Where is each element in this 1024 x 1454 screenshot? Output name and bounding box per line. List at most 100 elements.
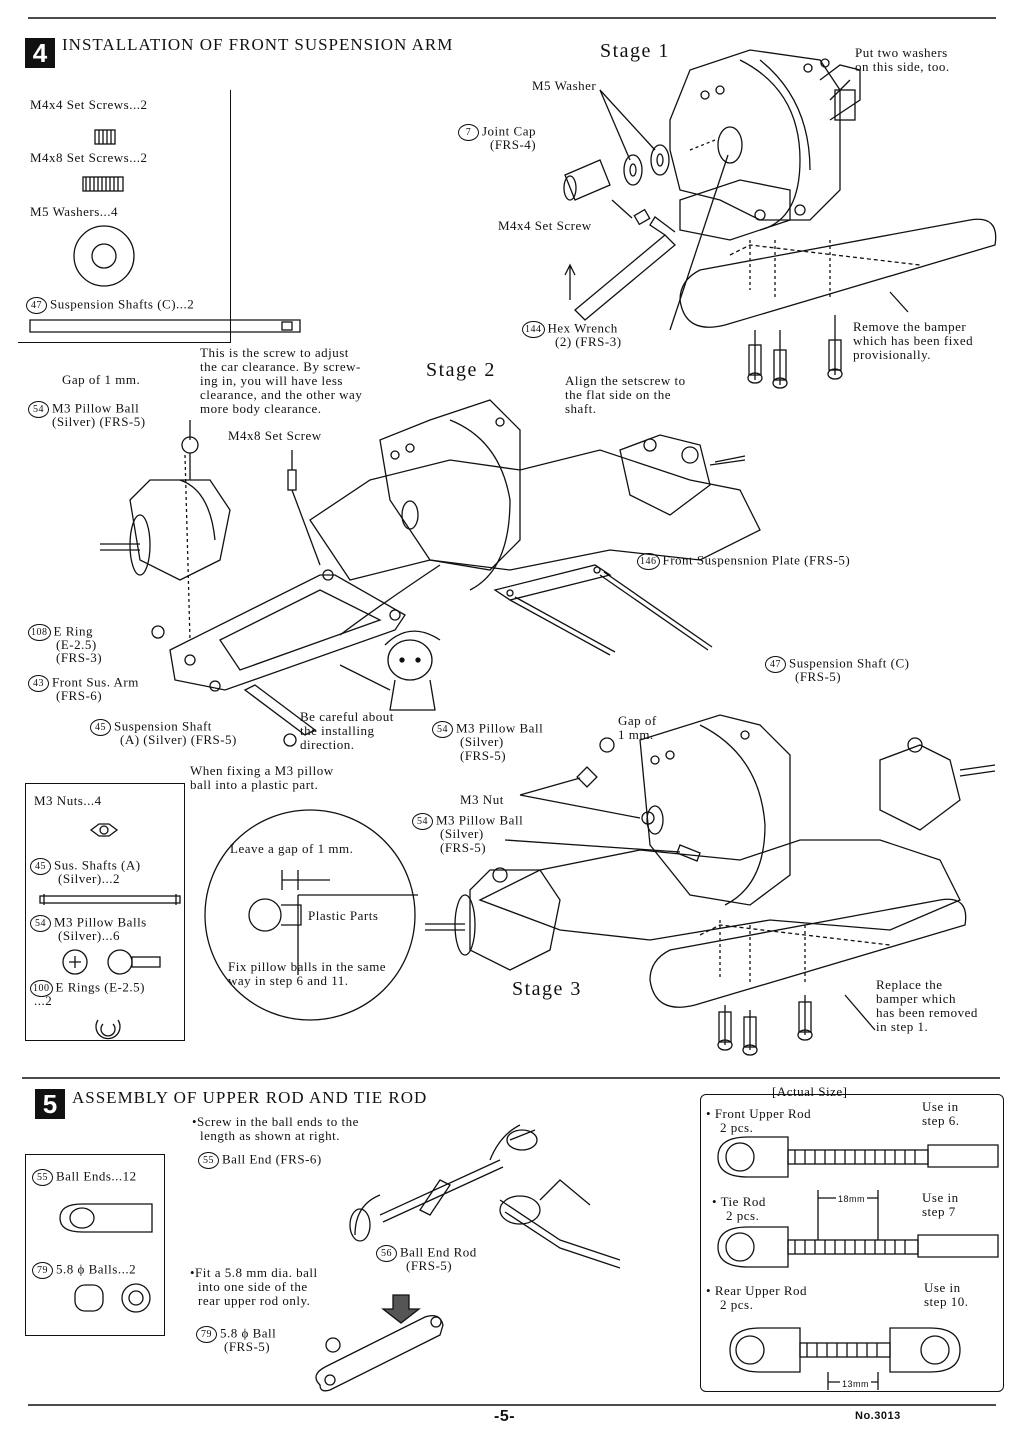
align-note: Align the setscrew to	[565, 373, 686, 388]
stage3-title: Stage 3	[512, 978, 582, 1000]
fit-note: •Fit a 5.8 mm dia. ball	[190, 1265, 318, 1280]
detail-header: When fixing a M3 pillow	[190, 763, 334, 778]
e-ring-code: (E-2.5)	[56, 637, 97, 652]
page-number: -5-	[494, 1408, 516, 1425]
rod-qty: 2 pcs.	[726, 1208, 760, 1223]
rod-qty: 2 pcs.	[720, 1297, 754, 1312]
m4x8-set-screw-icon	[82, 176, 124, 192]
tie-rod-dimension: 18mm	[836, 1193, 868, 1206]
replace-note: has been removed	[876, 1005, 978, 1020]
remove-note: which has been fixed	[853, 333, 974, 348]
rod-name: • Tie Rod	[712, 1194, 766, 1209]
pillow-ball-code: (FRS-5)	[460, 748, 507, 763]
mascot-figure	[339, 630, 441, 711]
m3-nut-label: M3 Nut	[460, 792, 504, 807]
actual-size-panel	[700, 1094, 1004, 1392]
rear-rod-dimension: 13mm	[840, 1378, 872, 1391]
rod-use: step 10.	[924, 1294, 969, 1309]
m4x4-set-screw-icon	[94, 129, 116, 145]
rear-upper-rod-drawing	[729, 1327, 961, 1390]
m3-nut-icon	[89, 823, 119, 837]
suspension-shaft-c-code: (FRS-5)	[795, 669, 842, 684]
washers-note: on this side, too.	[855, 59, 950, 74]
suspension-shaft-c-icon	[29, 319, 301, 333]
hex-wrench-code: (2) (FRS-3)	[555, 334, 622, 349]
pillow-ball-detail-drawing	[204, 809, 418, 1021]
plastic-parts-label: Plastic Parts	[308, 908, 379, 923]
rod-name: • Front Upper Rod	[706, 1106, 812, 1121]
replace-note: in step 1.	[876, 1019, 929, 1034]
align-note: the flat side on the	[565, 387, 672, 402]
rod-use: step 7	[922, 1204, 956, 1219]
washers-note: Put two washers	[855, 45, 948, 60]
replace-note: Replace the	[876, 977, 943, 992]
detail-header: ball into a plastic part.	[190, 777, 319, 792]
e-ring-code: (FRS-3)	[56, 650, 103, 665]
parts-item: (Silver)...6	[58, 928, 120, 943]
rod-use: Use in	[924, 1280, 961, 1295]
gap-note: Gap of	[618, 713, 657, 728]
m5-washer-icon	[73, 225, 135, 287]
section-title: ASSEMBLY OF UPPER ROD AND TIE ROD	[72, 1088, 428, 1107]
adjust-note: the car clearance. By screw-	[200, 359, 361, 374]
stage1-gearbox-drawing	[563, 49, 997, 389]
pillow-ball-code: (Silver)	[460, 734, 504, 749]
tie-rod-drawing	[717, 1190, 999, 1268]
align-note: shaft.	[565, 401, 597, 416]
replace-note: bamper which	[876, 991, 957, 1006]
pillow-ball-icon	[62, 949, 161, 975]
parts-item: M3 Nuts...4	[34, 793, 102, 808]
joint-cap-code: (FRS-4)	[490, 137, 537, 152]
fix-note: way in step 6 and 11.	[228, 973, 349, 988]
screw-note: length as shown at right.	[200, 1128, 340, 1143]
rod-use: step 6.	[922, 1113, 960, 1128]
step-number-badge: 4	[25, 38, 55, 68]
parts-box-bottom	[25, 783, 185, 1041]
rod-assembly-drawing	[315, 1124, 621, 1392]
pillow-ball-code: (Silver)	[440, 826, 484, 841]
gap-note: 1 mm.	[618, 727, 654, 742]
rod-use: Use in	[922, 1190, 959, 1205]
fit-note: into one side of the	[198, 1279, 308, 1294]
remove-note: provisionally.	[853, 347, 932, 362]
parts-item: ...2	[34, 993, 53, 1008]
pillow-ball-code: (Silver) (FRS-5)	[52, 414, 146, 429]
fix-note: Fix pillow balls in the same	[228, 959, 387, 974]
front-sus-arm-code: (FRS-6)	[56, 688, 103, 703]
parts-box-top	[18, 90, 231, 343]
parts-item: (Silver)...2	[58, 871, 120, 886]
e-ring-icon	[95, 1019, 121, 1040]
ball-icon	[74, 1283, 151, 1313]
ball-end-rod-code: (FRS-5)	[406, 1258, 453, 1273]
adjust-note: ing in, you will have less	[200, 373, 343, 388]
careful-note: Be careful about	[300, 709, 394, 724]
parts-item: M4x8 Set Screws...2	[30, 150, 148, 165]
stage3-chassis-drawing	[425, 714, 996, 1056]
section-title: INSTALLATION OF FRONT SUSPENSION ARM	[62, 35, 454, 54]
document-number: No.3013	[855, 1410, 901, 1422]
remove-note: Remove the bamper	[853, 319, 967, 334]
rod-qty: 2 pcs.	[720, 1120, 754, 1135]
gap-label: Leave a gap of 1 mm.	[230, 841, 354, 856]
suspension-shaft-a-code: (A) (Silver) (FRS-5)	[120, 732, 237, 747]
careful-note: direction.	[300, 737, 355, 752]
rod-name: • Rear Upper Rod	[706, 1283, 808, 1298]
careful-note: the installing	[300, 723, 375, 738]
fit-note: rear upper rod only.	[198, 1293, 311, 1308]
